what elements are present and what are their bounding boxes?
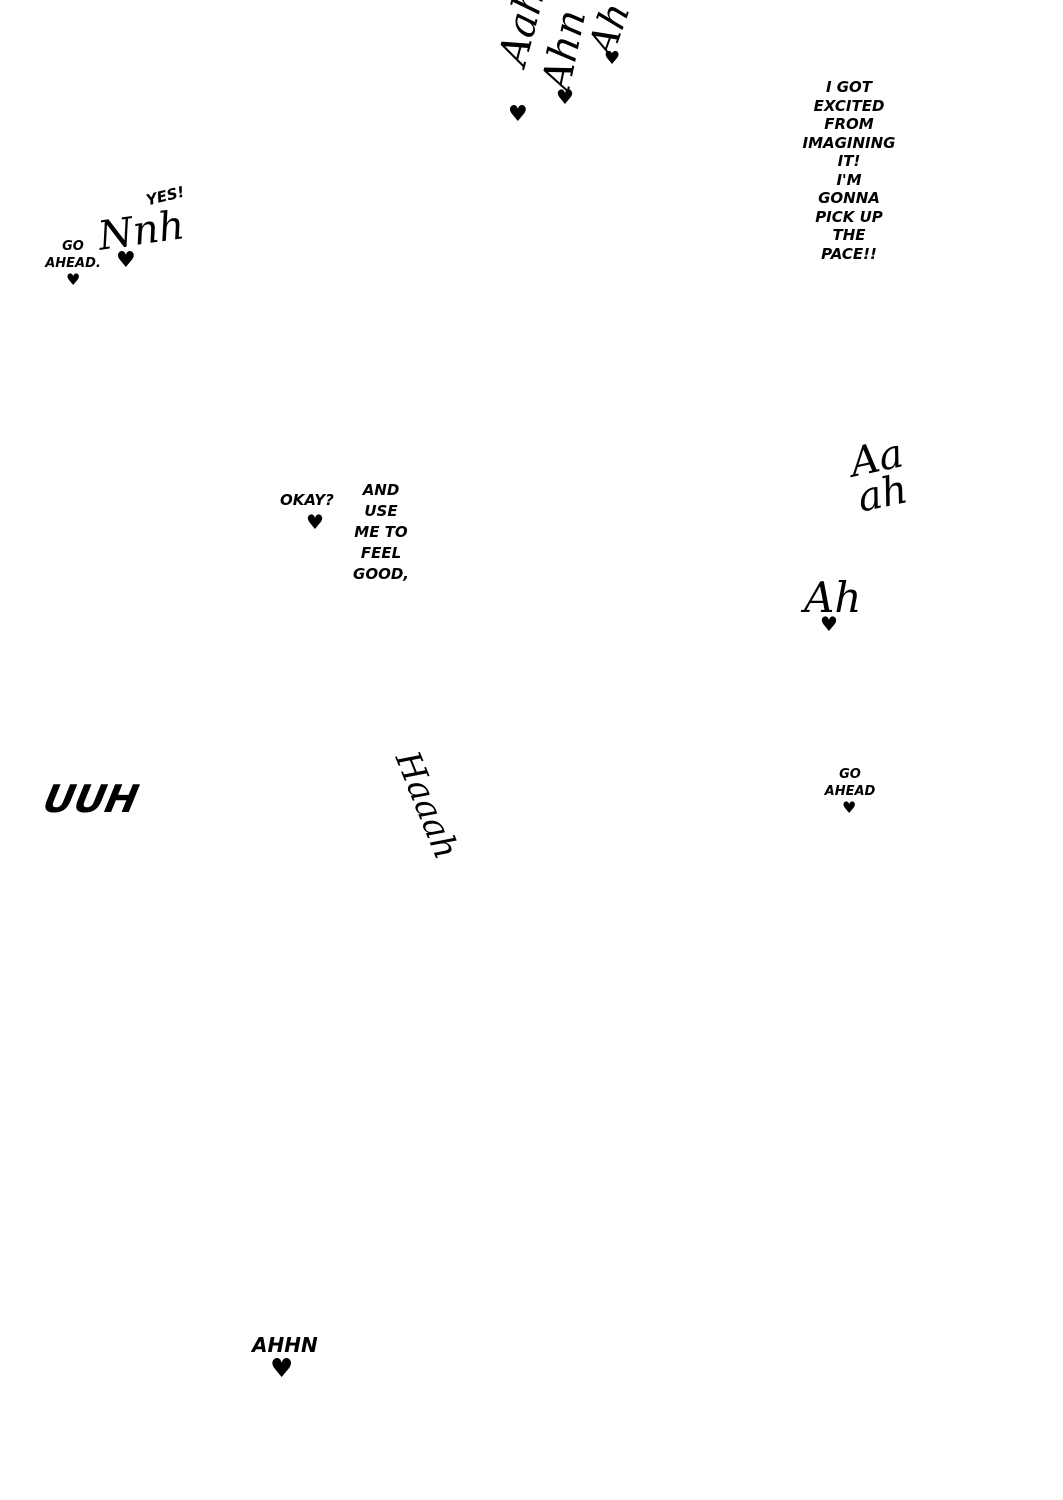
heart-icon: ♥ xyxy=(116,248,136,273)
dialogue-go-ahead-2: GO AHEAD xyxy=(824,767,876,799)
heart-icon: ♥ xyxy=(820,612,838,636)
dialogue-okay: OKAY? xyxy=(280,491,334,509)
heart-icon: ♥ xyxy=(306,510,324,534)
sfx-haaah: Haaah xyxy=(386,745,467,865)
dialogue-use-me: AND USE ME TO FEEL GOOD, xyxy=(353,481,409,583)
heart-icon: ♥ xyxy=(508,102,528,127)
heart-icon: ♥ xyxy=(842,798,857,817)
sfx-nnh: Nnh xyxy=(95,202,188,260)
sfx-ahhn: AHHN xyxy=(252,1333,318,1357)
dialogue-go-ahead: GO AHEAD. xyxy=(45,239,101,271)
heart-icon: ♥ xyxy=(270,1354,294,1384)
sfx-ah-mid: Ah xyxy=(804,573,862,622)
sfx-uuh: UUH xyxy=(39,777,143,821)
heart-icon: ♥ xyxy=(604,48,621,69)
sfx-aaah: Aa ah xyxy=(846,430,912,522)
heart-icon: ♥ xyxy=(66,270,81,289)
heart-icon: ♥ xyxy=(556,85,574,109)
dialogue-excited: I GOT EXCITED FROM IMAGINING IT! I'M GON… xyxy=(802,78,896,263)
